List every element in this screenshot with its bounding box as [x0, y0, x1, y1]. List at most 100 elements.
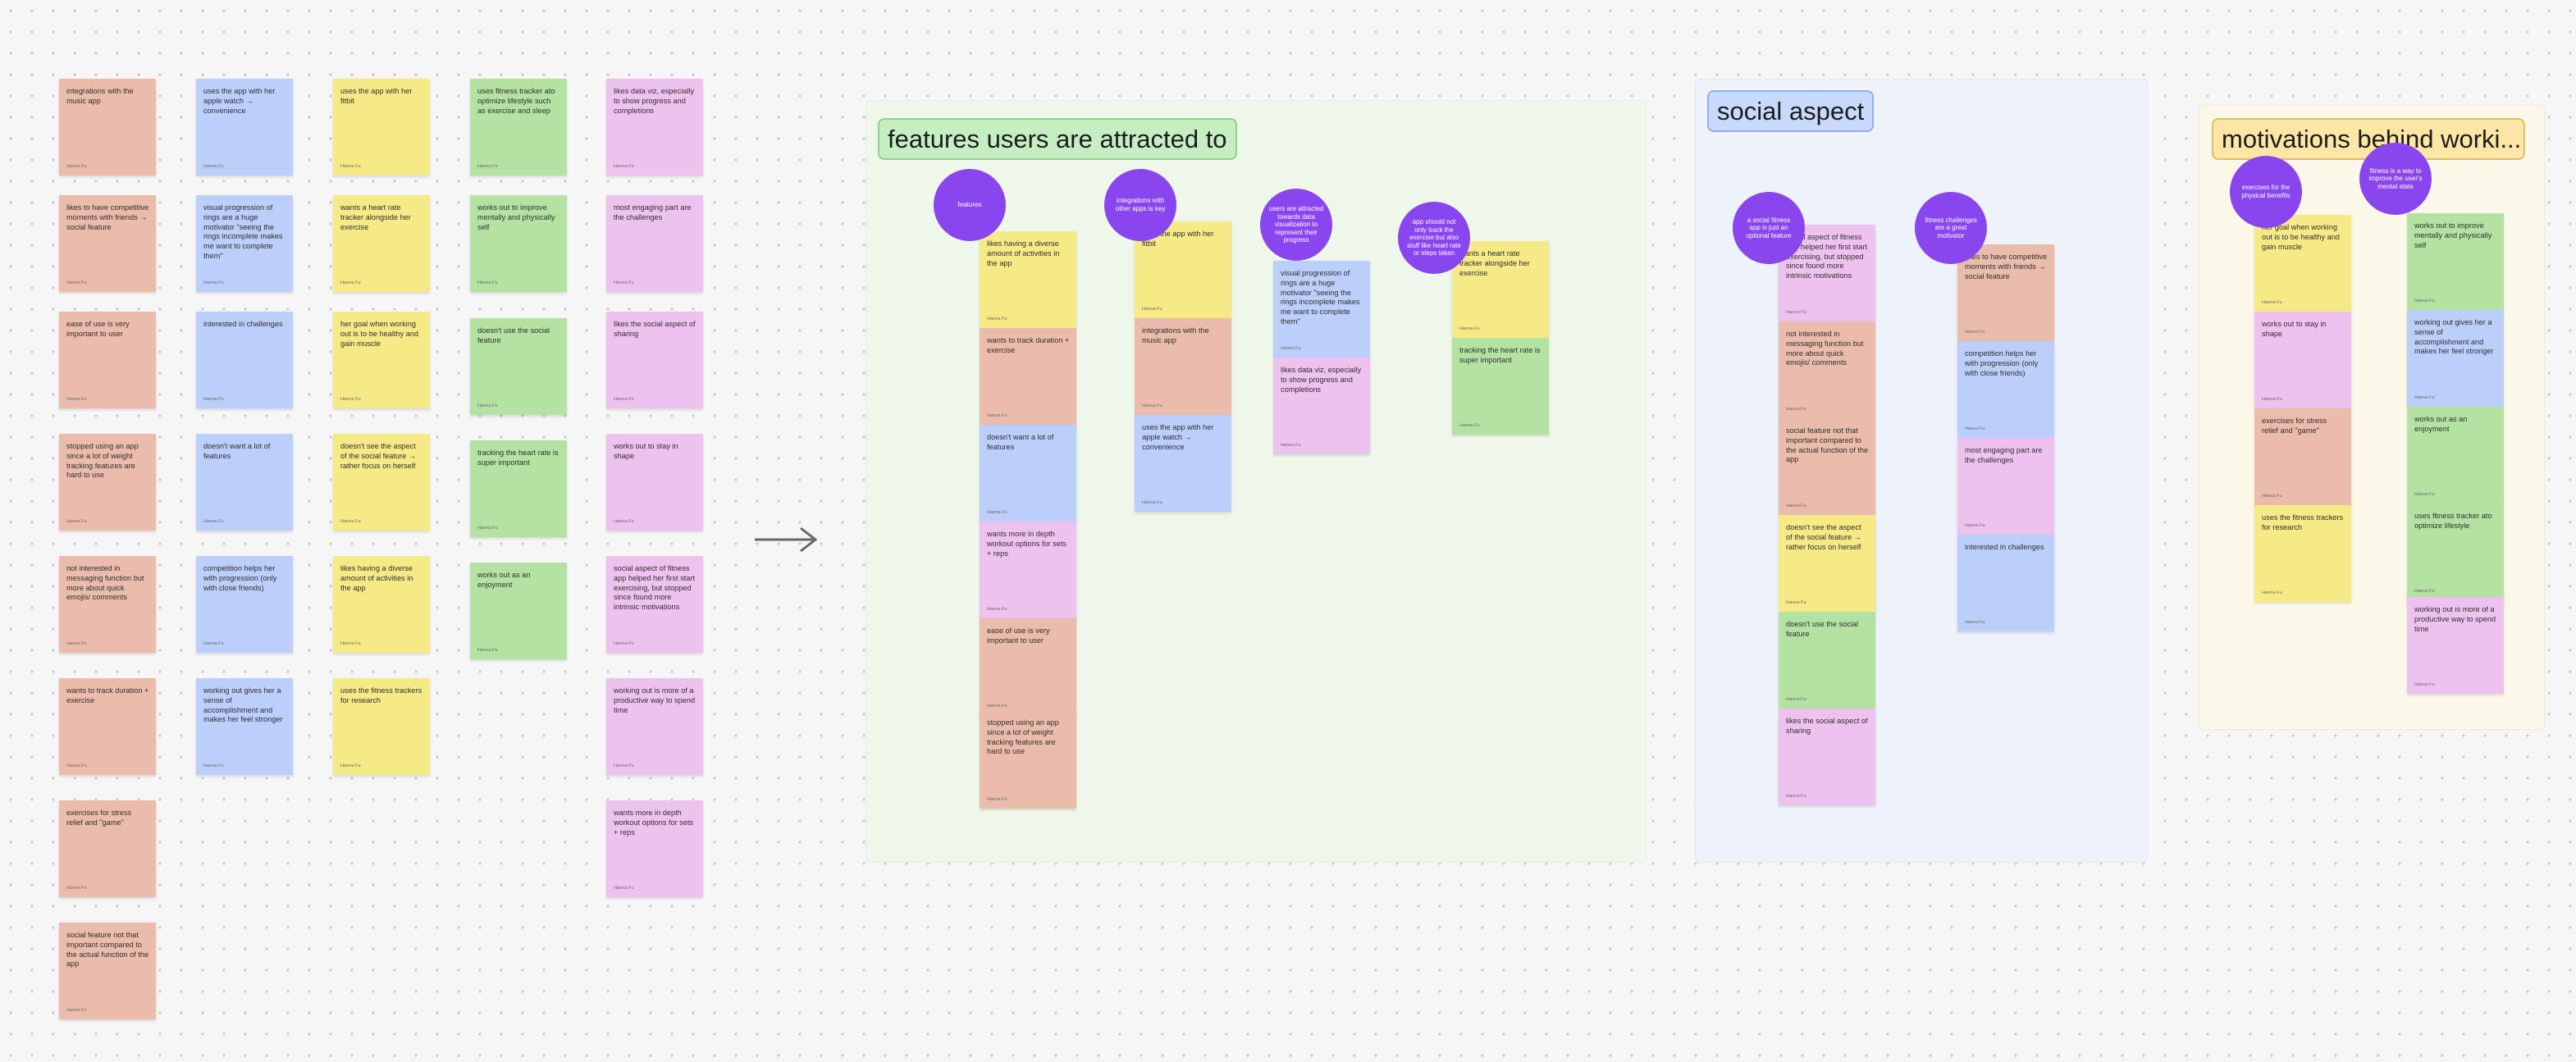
sticky-note[interactable]: competition helps her with progression (…	[1957, 341, 2054, 438]
sticky-note[interactable]: uses the app with her apple watch → conv…	[1135, 415, 1231, 512]
note-author: Hanna Fu	[1786, 503, 1806, 508]
sticky-note[interactable]: tracking the heart rate is super importa…	[1452, 338, 1549, 435]
sticky-note[interactable]: exercises for stress relief and "game"Ha…	[59, 800, 156, 897]
cluster-label[interactable]: fitness is a way to improve the user's m…	[2359, 143, 2432, 215]
sticky-note[interactable]: social feature not that important compar…	[1779, 418, 1875, 515]
sticky-note[interactable]: working out gives her a sense of accompl…	[2407, 310, 2504, 407]
sticky-note[interactable]: doesn't see the aspect of the social fea…	[1779, 515, 1875, 612]
note-text: wants more in depth workout options for …	[987, 530, 1067, 558]
note-author: Hanna Fu	[66, 396, 87, 402]
sticky-note[interactable]: likes data viz, especially to show progr…	[1273, 358, 1370, 454]
sticky-note[interactable]: likes to have competitive moments with f…	[59, 195, 156, 292]
sticky-note[interactable]: wants more in depth workout options for …	[606, 800, 703, 897]
note-author: Hanna Fu	[987, 796, 1007, 802]
note-author: Hanna Fu	[477, 525, 498, 531]
cluster-label[interactable]: app should not only track the exercise b…	[1398, 202, 1470, 274]
note-text: works out to stay in shape	[614, 442, 678, 460]
section-title-motivations[interactable]: motivations behind worki...	[2212, 118, 2525, 160]
sticky-note[interactable]: likes data viz, especially to show progr…	[606, 79, 703, 175]
note-text: doesn't want a lot of features	[987, 433, 1054, 451]
sticky-note[interactable]: uses fitness tracker ato optimize lifest…	[470, 79, 567, 175]
note-author: Hanna Fu	[203, 640, 224, 646]
sticky-note[interactable]: visual progression of rings are a huge m…	[1273, 261, 1370, 358]
sticky-note[interactable]: working out is more of a productive way …	[2407, 597, 2504, 694]
sticky-note[interactable]: doesn't see the aspect of the social fea…	[333, 434, 430, 531]
section-title-features[interactable]: features users are attracted to	[878, 118, 1237, 160]
note-text: likes having a diverse amount of activit…	[987, 239, 1060, 267]
note-text: uses fitness tracker ato optimize lifest…	[2414, 512, 2492, 530]
sticky-note[interactable]: uses fitness tracker ato optimize lifest…	[2407, 504, 2504, 600]
note-text: integrations with the music app	[1142, 326, 1209, 344]
sticky-note[interactable]: visual progression of rings are a huge m…	[196, 195, 293, 292]
note-author: Hanna Fu	[66, 163, 87, 169]
sticky-note[interactable]: uses the app with her apple watch → conv…	[196, 79, 293, 175]
sticky-note[interactable]: not interested in messaging function but…	[1779, 321, 1875, 418]
sticky-note[interactable]: her goal when working out is to be healt…	[2254, 215, 2351, 312]
sticky-note[interactable]: social aspect of fitness app helped her …	[606, 556, 703, 653]
note-author: Hanna Fu	[614, 163, 634, 169]
sticky-note[interactable]: likes to have competitive moments with f…	[1957, 244, 2054, 341]
note-text: wants to track duration + exercise	[987, 336, 1070, 354]
sticky-note[interactable]: works out to improve mentally and physic…	[2407, 213, 2504, 310]
cluster-label[interactable]: users are attracted towards data visuali…	[1260, 189, 1332, 261]
note-author: Hanna Fu	[2414, 298, 2435, 303]
sticky-note[interactable]: likes having a diverse amount of activit…	[980, 231, 1076, 328]
note-text: likes the social aspect of sharing	[614, 320, 696, 338]
note-author: Hanna Fu	[614, 640, 634, 646]
sticky-note[interactable]: likes having a diverse amount of activit…	[333, 556, 430, 653]
note-author: Hanna Fu	[2414, 491, 2435, 497]
note-author: Hanna Fu	[987, 509, 1007, 515]
note-text: works out to stay in shape	[2262, 320, 2327, 338]
sticky-note[interactable]: wants a heart rate tracker alongside her…	[1452, 241, 1549, 338]
note-author: Hanna Fu	[340, 763, 361, 768]
sticky-note[interactable]: tracking the heart rate is super importa…	[470, 440, 567, 537]
note-author: Hanna Fu	[477, 280, 498, 285]
cluster-label[interactable]: a social fitness app is just an optional…	[1733, 192, 1805, 264]
sticky-note[interactable]: stopped using an app since a lot of weig…	[59, 434, 156, 531]
cluster-label[interactable]: features	[934, 169, 1006, 241]
note-author: Hanna Fu	[340, 163, 361, 169]
sticky-note[interactable]: competition helps her with progression (…	[196, 556, 293, 653]
sticky-note[interactable]: working out is more of a productive way …	[606, 678, 703, 775]
sticky-note[interactable]: social feature not that important compar…	[59, 923, 156, 1019]
sticky-note[interactable]: not interested in messaging function but…	[59, 556, 156, 653]
arrow-right-icon	[753, 525, 819, 558]
sticky-note[interactable]: works out to improve mentally and physic…	[470, 195, 567, 292]
sticky-note[interactable]: wants more in depth workout options for …	[980, 522, 1076, 618]
sticky-note[interactable]: exercises for stress relief and "game"Ha…	[2254, 408, 2351, 505]
sticky-note[interactable]: working out gives her a sense of accompl…	[196, 678, 293, 775]
section-title-social-aspect[interactable]: social aspect	[1707, 90, 1875, 132]
sticky-note[interactable]: wants a heart rate tracker alongside her…	[333, 195, 430, 292]
cluster-label[interactable]: integrations with other apps is key	[1104, 169, 1176, 241]
sticky-note[interactable]: stopped using an app since a lot of weig…	[980, 710, 1076, 809]
note-text: social feature not that important compar…	[1786, 426, 1869, 464]
sticky-note[interactable]: her goal when working out is to be healt…	[333, 312, 430, 408]
note-text: likes having a diverse amount of activit…	[340, 564, 413, 592]
cluster-label[interactable]: fitness challenges are a great motivator	[1915, 192, 1987, 264]
note-text: doesn't use the social feature	[1786, 620, 1859, 638]
cluster-label[interactable]: exercises for the physical benefits	[2230, 156, 2302, 228]
